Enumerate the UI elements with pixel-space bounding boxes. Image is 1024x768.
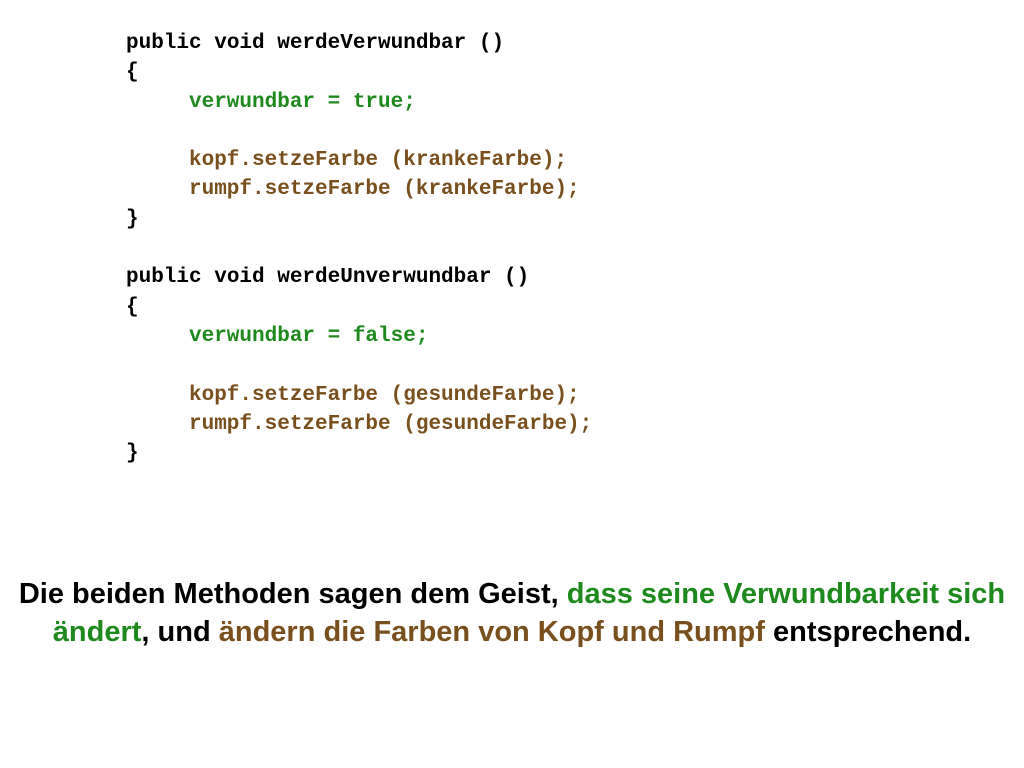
method2-assign-line: verwundbar = false; [189,324,429,348]
method1-assign-line: verwundbar = true; [189,90,416,114]
caption: Die beiden Methoden sagen dem Geist, das… [0,575,1024,651]
caption-part-brown: ändern die Farben von Kopf und Rumpf [218,616,765,648]
method2-kopf-line: kopf.setzeFarbe (gesundeFarbe); [189,383,580,407]
blank-line [126,351,592,380]
caption-part-plain: , und [141,616,219,648]
code-block: public void werdeVerwundbar () { verwund… [126,29,592,468]
caption-part-green: dass seine Verwundbarkeit sich ändert [52,578,1006,648]
caption-part-plain: entsprechend. [764,616,972,648]
method1-open-brace: { [126,61,139,85]
method1-signature: public void werdeVerwundbar () [126,32,505,55]
method2-rumpf-line: rumpf.setzeFarbe (gesundeFarbe); [189,412,593,436]
blank-line [126,117,592,146]
blank-line [126,234,592,263]
method2-open-brace: { [126,295,139,319]
method1-kopf-line: kopf.setzeFarbe (krankeFarbe); [189,149,568,173]
method2-close-brace: } [126,442,139,466]
method2-signature: public void werdeUnverwundbar () [126,266,530,290]
method1-rumpf-line: rumpf.setzeFarbe (krankeFarbe); [189,178,580,202]
caption-part-plain: Die beiden Methoden sagen dem Geist, [18,578,567,610]
method1-close-brace: } [126,207,139,231]
